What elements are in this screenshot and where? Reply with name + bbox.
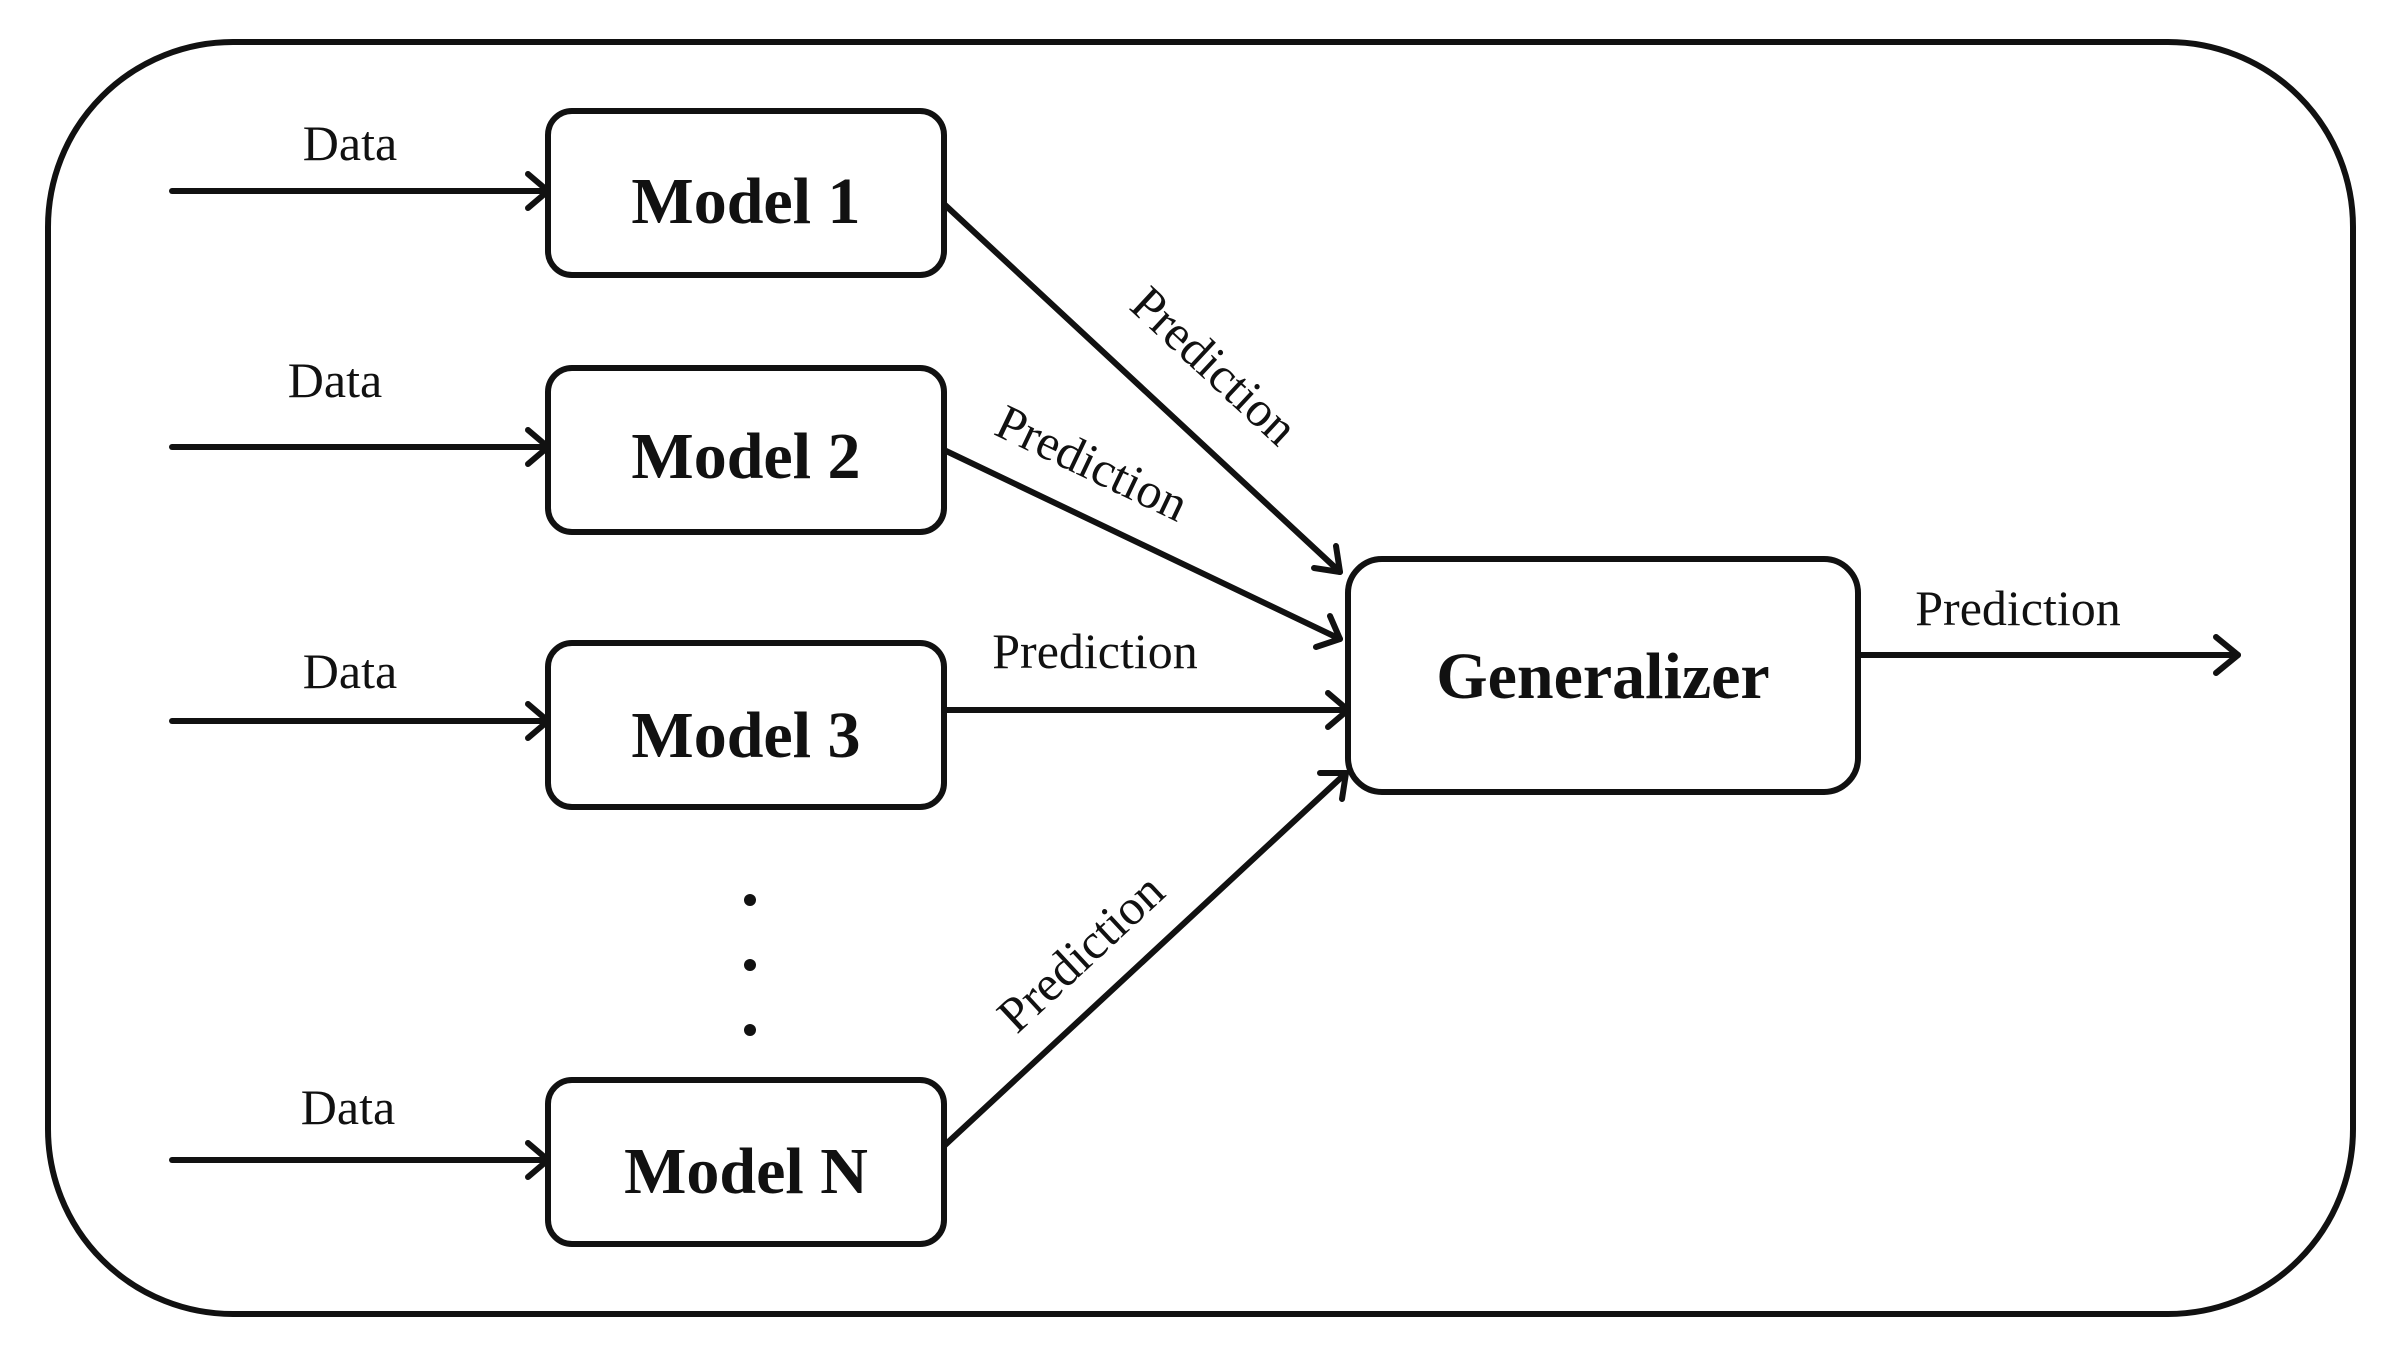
model-label-3: Model 3: [631, 699, 860, 772]
generalizer-box: [1345, 556, 1861, 795]
model-label-1: Model 1: [631, 165, 860, 238]
data-label-1: Data: [303, 115, 397, 171]
prediction-arrowhead-1: [1311, 543, 1343, 575]
ellipsis-dot-1: [744, 894, 756, 906]
prediction-arrowhead-2: [1313, 613, 1343, 650]
model-box-1: [545, 108, 947, 278]
prediction-label-1: Prediction: [1120, 275, 1309, 456]
output-arrowhead: [2213, 634, 2241, 676]
ellipsis-dot-2: [744, 959, 756, 971]
prediction-arrow-1: [941, 201, 1343, 575]
model-box-3: [545, 640, 947, 810]
generalizer-label: Generalizer: [1436, 640, 1769, 713]
prediction-arrow-n: [941, 770, 1349, 1149]
model-label-n: Model N: [624, 1135, 868, 1208]
data-label-n: Data: [301, 1079, 395, 1135]
prediction-arrow-2: [941, 447, 1343, 642]
prediction-arrowhead-3: [1325, 690, 1351, 730]
data-label-2: Data: [288, 352, 382, 408]
ellipsis-dot-3: [744, 1024, 756, 1036]
prediction-arrowhead-n: [1317, 770, 1349, 802]
model-box-n: [545, 1077, 947, 1247]
prediction-label-3: Prediction: [992, 623, 1198, 679]
model-label-2: Model 2: [631, 420, 860, 493]
outer-frame: [45, 39, 2356, 1317]
output-prediction-label: Prediction: [1915, 580, 2121, 636]
data-label-3: Data: [303, 643, 397, 699]
